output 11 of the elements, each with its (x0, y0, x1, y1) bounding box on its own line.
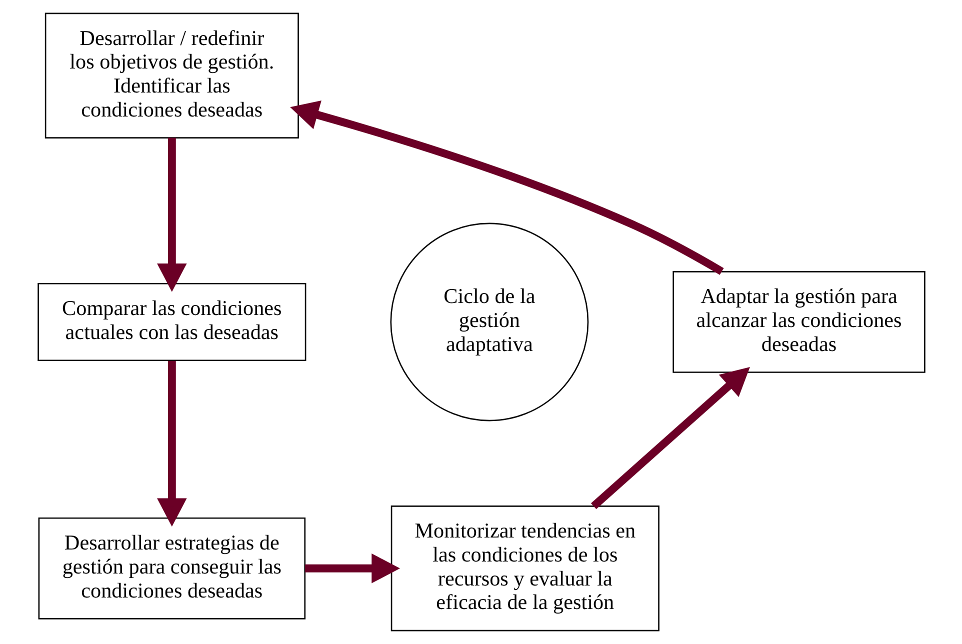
arrow (156, 138, 186, 292)
arrow (290, 100, 724, 275)
node-box: Adaptar la gestión para alcanzar las condiciones deseadas (672, 271, 925, 373)
node-box: Comparar las condiciones actuales con las deseadas (37, 282, 306, 362)
arrow (304, 554, 400, 584)
node-circle: Ciclo de la gestión adaptativa (390, 222, 588, 422)
node-box: Monitorizar tendencias en las condiciones de los recursos y evaluar la eficacia de la gestión (390, 506, 659, 632)
arrow (156, 360, 186, 527)
node-box: Desarrollar / redefinir los objetivos de gestión. Identificar las condiciones deseadas (44, 12, 298, 138)
arrow (590, 366, 750, 510)
node-box: Desarrollar estrategias de gestión para conseguir las condiciones deseadas (38, 517, 306, 620)
